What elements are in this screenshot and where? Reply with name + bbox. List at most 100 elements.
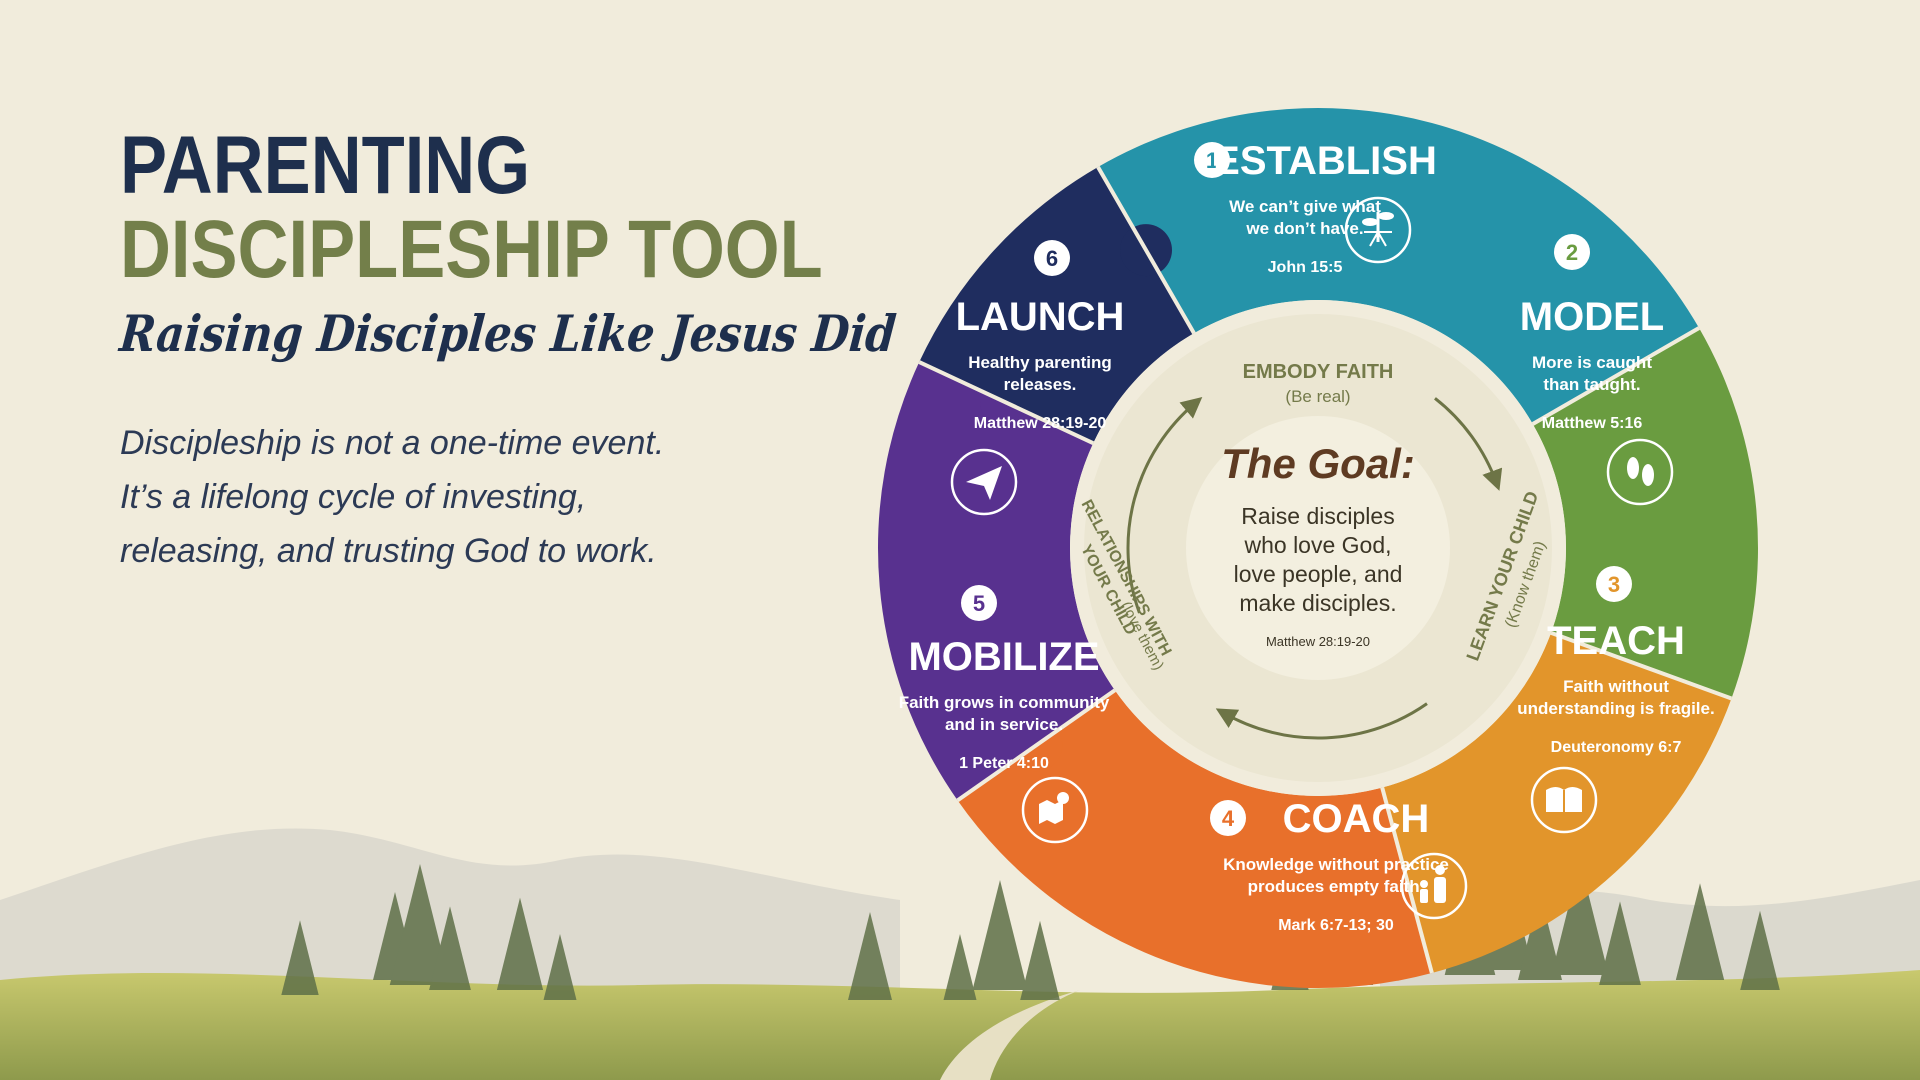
pine-tree-icon [1518,892,1562,980]
goal-circle [1186,416,1450,680]
pine-tree-icon [281,920,319,995]
pine-tree-icon [1675,883,1725,980]
step-number: 4 [1222,806,1235,831]
goal-line: who love God, [1243,532,1391,558]
step-number-badge [1210,800,1246,836]
pine-tree-icon [1551,860,1609,975]
inner-label-be-real: (Be real) [1285,387,1350,406]
segment-establish [1098,107,1700,424]
segment-divider [1531,326,1701,426]
step-verse: Deuteronomy 6:7 [1551,739,1682,756]
step-number: 1 [1206,148,1218,173]
parent-child-icon [1400,852,1468,920]
cycle-arrow [1215,702,1428,740]
step-verse: Matthew 28:19-20 [974,415,1107,432]
step-number: 6 [1046,246,1058,271]
plant-roots-icon [1344,196,1412,264]
step-number: 5 [973,591,985,616]
open-book-icon-glyph [1546,787,1582,812]
step-verse: Matthew 5:16 [1542,415,1643,432]
goal-heading: The Goal: [1221,440,1415,487]
cycle-arrow [1434,397,1503,491]
step-title: COACH [1283,797,1430,841]
pine-tree-icon [972,880,1028,990]
step-description: we don’t have. [1245,219,1363,238]
pine-tree-icon [1740,910,1780,990]
map-pin-icon [1021,776,1089,844]
paper-plane-icon-glyph [966,466,1002,500]
step-description: releases. [1004,375,1077,394]
footprints-icon [1606,438,1674,506]
step-number-badge [1554,234,1590,270]
description: Discipleship is not a one-time event. It… [120,416,680,578]
step-description: and in service. [945,715,1063,734]
goal-line: Raise disciples [1241,503,1394,529]
plant-roots-icon-glyph [1362,212,1394,247]
pine-tree-icon [848,912,892,1000]
step-number-badge [1596,566,1632,602]
step-number-badge [961,585,997,621]
description-line: releasing, and trusting God to work. [120,532,657,570]
pine-tree-icon [389,864,451,985]
footprints-icon-glyph [1627,457,1654,486]
segment-divider [1096,165,1196,335]
segment-divider [956,688,1116,803]
step-title: ESTABLISH [1213,139,1437,183]
step-number-badge [1034,240,1070,276]
step-title: MODEL [1520,295,1664,339]
step-description: understanding is fragile. [1517,699,1714,718]
segment-model [1532,328,1759,699]
pine-tree-icon [1020,920,1060,1000]
map-pin-icon-glyph [1039,792,1069,824]
inner-label-embody-faith: EMBODY FAITH [1243,361,1394,383]
step-verse: 1 Peter 4:10 [959,755,1049,772]
pine-tree-icon [943,934,977,1000]
segment-divider [1380,787,1434,974]
description-line: Discipleship is not a one-time event. [120,424,665,462]
segment-mobilize [877,362,1115,801]
step-description: We can’t give what [1229,197,1381,216]
parent-child-icon-glyph [1420,865,1446,903]
step-description: More is caught [1532,353,1652,372]
paper-plane-icon [950,448,1018,516]
title-discipleship-tool: DISCIPLESHIP TOOL [120,204,823,295]
step-description: than taught. [1543,375,1640,394]
pine-tree-icon [496,897,544,990]
title-parenting: PARENTING [120,120,531,211]
step-number: 2 [1566,240,1578,265]
discipleship-wheel: EMBODY FAITH(Be real)LEARN YOUR CHILD(Kn… [877,107,1759,989]
cycle-arrow [1126,397,1203,614]
segment-coach [957,690,1432,989]
segment-divider [918,360,1095,446]
step-description: Faith without [1563,677,1669,696]
pine-tree-icon [429,906,471,990]
step-description: Healthy parenting [968,353,1112,372]
step-title: TEACH [1547,619,1685,663]
pine-tree-icon [1599,901,1641,985]
step-title: MOBILIZE [908,635,1099,679]
step-number-badge [1194,142,1230,178]
pine-tree-icon [543,934,577,1000]
step-description: Knowledge without practice [1223,855,1449,874]
step-title: LAUNCH [956,295,1125,339]
description-line: It’s a lifelong cycle of investing, [120,478,587,516]
step-description: produces empty faith. [1248,877,1425,896]
tagline: Raising Disciples Like Jesus Did [117,304,899,363]
landscape-background [0,828,1920,1080]
open-book-icon [1530,766,1598,834]
step-verse: John 15:5 [1268,259,1343,276]
step-description: Faith grows in community [899,693,1110,712]
goal-line: make disciples. [1239,590,1396,616]
goal-verse: Matthew 28:19-20 [1266,634,1370,649]
step-number: 3 [1608,572,1620,597]
step-coach: 4 COACH Knowledge without practice produces… [1210,797,1468,934]
step-verse: Mark 6:7-13; 30 [1278,917,1394,934]
goal-line: love people, and [1234,561,1403,587]
title-block: PARENTING DISCIPLESHIP TOOL Raising Disc… [117,120,899,364]
